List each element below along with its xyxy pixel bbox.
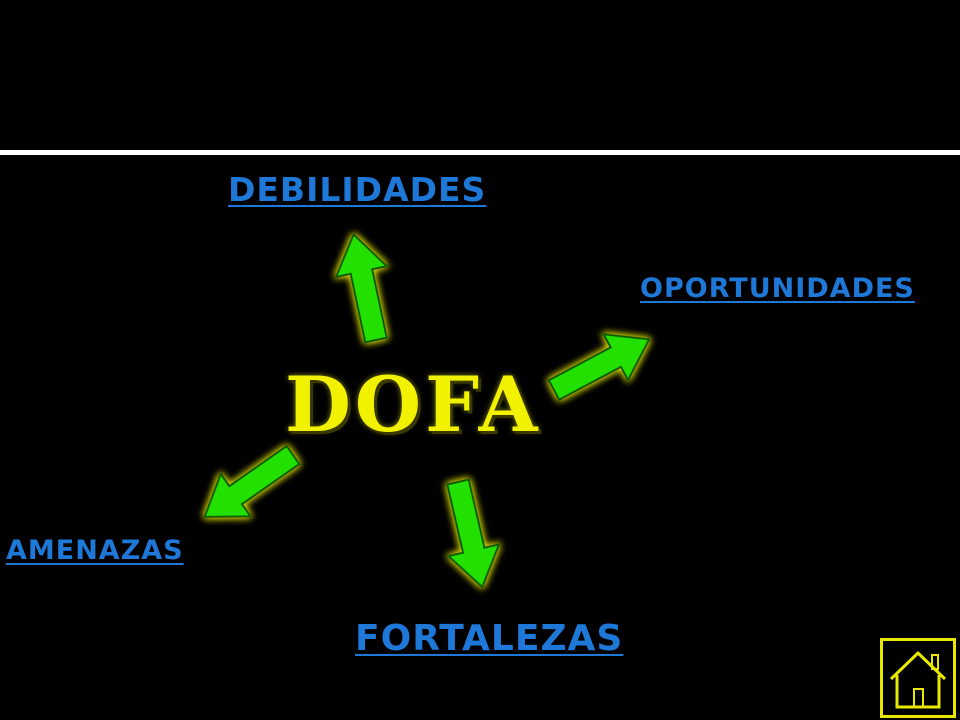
amenazas-link[interactable]: Amenazas: [6, 535, 184, 566]
fortalezas-link[interactable]: Fortalezas: [355, 618, 624, 659]
arrow-left-icon: [188, 432, 309, 540]
arrow-right-icon: [540, 315, 663, 414]
arrow-up-icon: [327, 227, 403, 347]
home-icon: [889, 651, 947, 709]
home-button[interactable]: [880, 638, 956, 718]
arrow-down-icon: [431, 475, 509, 595]
debilidades-link[interactable]: Debilidades: [228, 170, 487, 209]
center-title: DOFA: [285, 360, 542, 449]
divider-line: [0, 150, 960, 155]
oportunidades-link[interactable]: Oportunidades: [640, 273, 915, 304]
